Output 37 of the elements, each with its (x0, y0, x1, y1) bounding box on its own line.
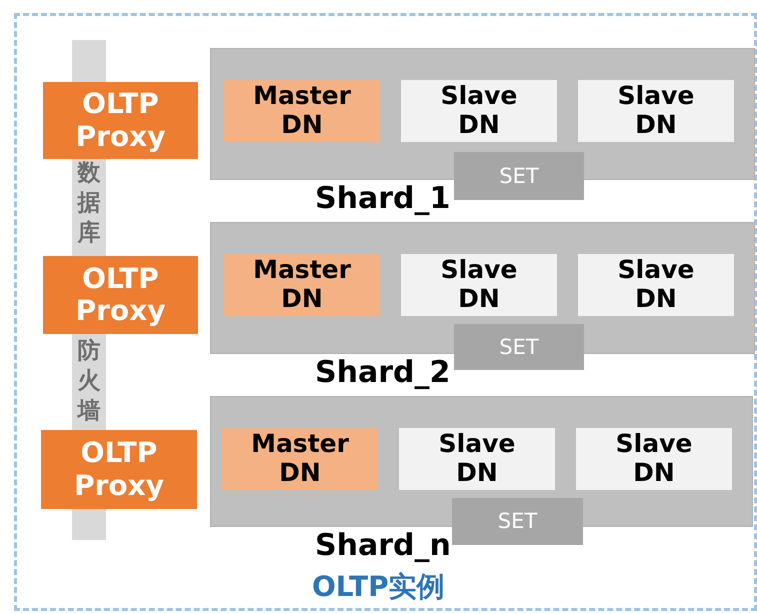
node-label: Master DN (253, 82, 351, 140)
set-box (452, 498, 583, 545)
slave-node-box (578, 80, 734, 142)
slave-node-box (399, 428, 555, 490)
node-label: Slave DN (618, 82, 694, 140)
proxy-label: OLTP Proxy (74, 437, 164, 502)
master-node-box (222, 428, 378, 490)
node-label: Slave DN (616, 430, 692, 488)
proxy-box (41, 430, 197, 509)
slave-node-box (576, 428, 732, 490)
shard-label: Shard_2 (315, 356, 450, 390)
node-label: Master DN (253, 256, 351, 314)
firewall-label: 防火墙 (77, 337, 101, 426)
set-label: SET (499, 164, 539, 188)
node-label: Slave DN (440, 256, 518, 314)
instance-title: OLTP实例 (312, 569, 445, 605)
proxy-box (43, 256, 198, 334)
instance-frame (14, 13, 757, 611)
shard-label: Shard_n (315, 529, 451, 564)
set-box (454, 152, 584, 200)
slave-node-box (578, 254, 734, 316)
node-label: Slave DN (438, 430, 516, 488)
slave-node-box (401, 80, 557, 142)
node-label: Slave DN (618, 256, 694, 314)
proxy-box (43, 82, 198, 159)
set-box (454, 324, 584, 370)
slave-node-box (401, 254, 557, 316)
proxy-label: OLTP Proxy (76, 88, 166, 153)
proxy-label: OLTP Proxy (76, 262, 166, 328)
firewall-label: 数据库 (77, 159, 101, 248)
set-label: SET (498, 509, 538, 534)
node-label: Master DN (251, 430, 349, 488)
master-node-box (224, 254, 380, 316)
set-label: SET (499, 334, 539, 360)
master-node-box (224, 80, 380, 142)
shard-label: Shard_1 (315, 182, 450, 216)
node-label: Slave DN (440, 82, 518, 140)
